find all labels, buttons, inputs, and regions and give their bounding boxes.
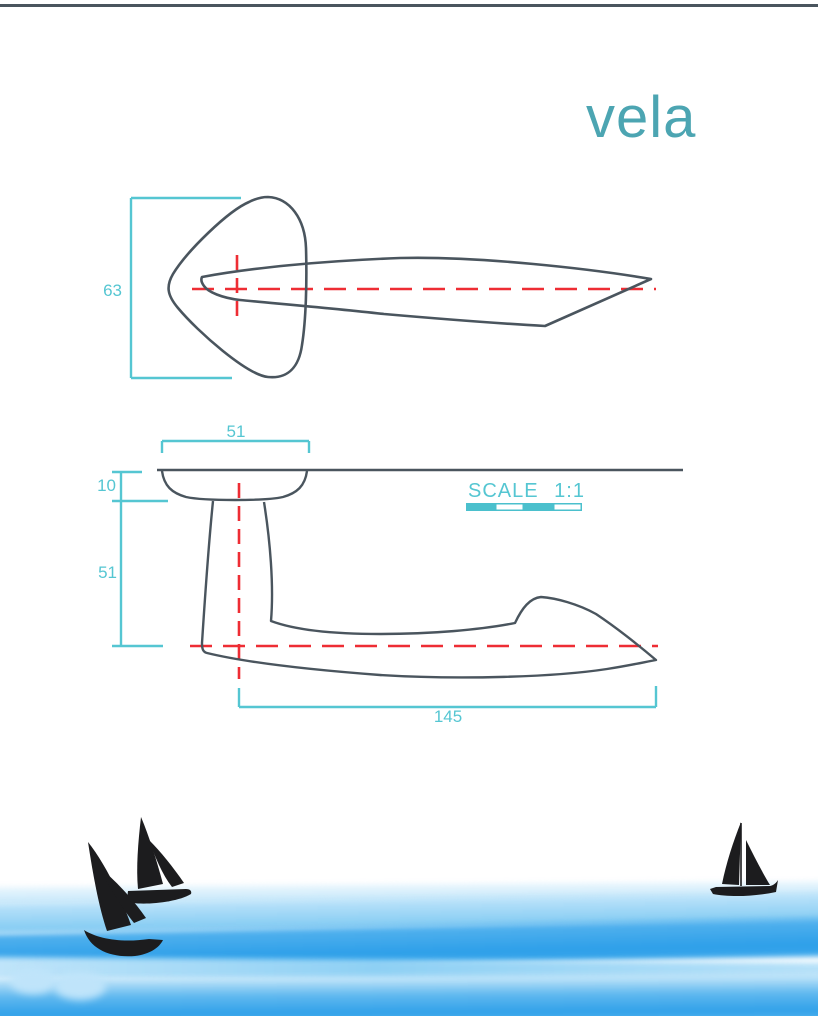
scale-note: SCALE 1:1 [466, 480, 585, 511]
water-art [0, 876, 818, 1016]
water-highlight [54, 972, 106, 1000]
dim-label-51-projection: 51 [98, 563, 117, 582]
rosette-profile-outline [160, 470, 309, 502]
dim-label-51-width: 51 [227, 422, 246, 441]
dim-height-63: 63 [103, 196, 241, 380]
dim-label-145: 145 [434, 707, 462, 726]
scale-bar-segment [495, 503, 524, 511]
scale-bar-segment [553, 503, 582, 511]
sailboat-upright-icon [710, 822, 778, 897]
scale-bar-segment [466, 503, 495, 511]
sailboat-heeled-icon [127, 817, 192, 904]
top-rule-line [0, 4, 818, 7]
dim-length-145: 145 [237, 686, 658, 726]
scale-bar-segment [524, 503, 553, 511]
rosette-front-outline [167, 195, 308, 379]
dim-thickness-10: 10 [97, 470, 142, 501]
lever-front-outline [200, 256, 653, 328]
dim-label-10: 10 [97, 476, 116, 495]
scale-label: SCALE 1:1 [468, 480, 585, 502]
sailboat-heeled-icon [84, 842, 163, 957]
water-highlight [10, 968, 56, 994]
sailboat-group [84, 817, 778, 957]
front-view-drawing: 63 [103, 195, 656, 380]
dim-width-51: 51 [160, 422, 311, 453]
dim-label-63: 63 [103, 281, 122, 300]
brand-logo: vela [586, 85, 697, 150]
side-view-drawing: 51 10 51 145 [97, 422, 683, 726]
lever-profile-outline [200, 500, 658, 679]
dim-projection-51: 51 [98, 499, 168, 648]
